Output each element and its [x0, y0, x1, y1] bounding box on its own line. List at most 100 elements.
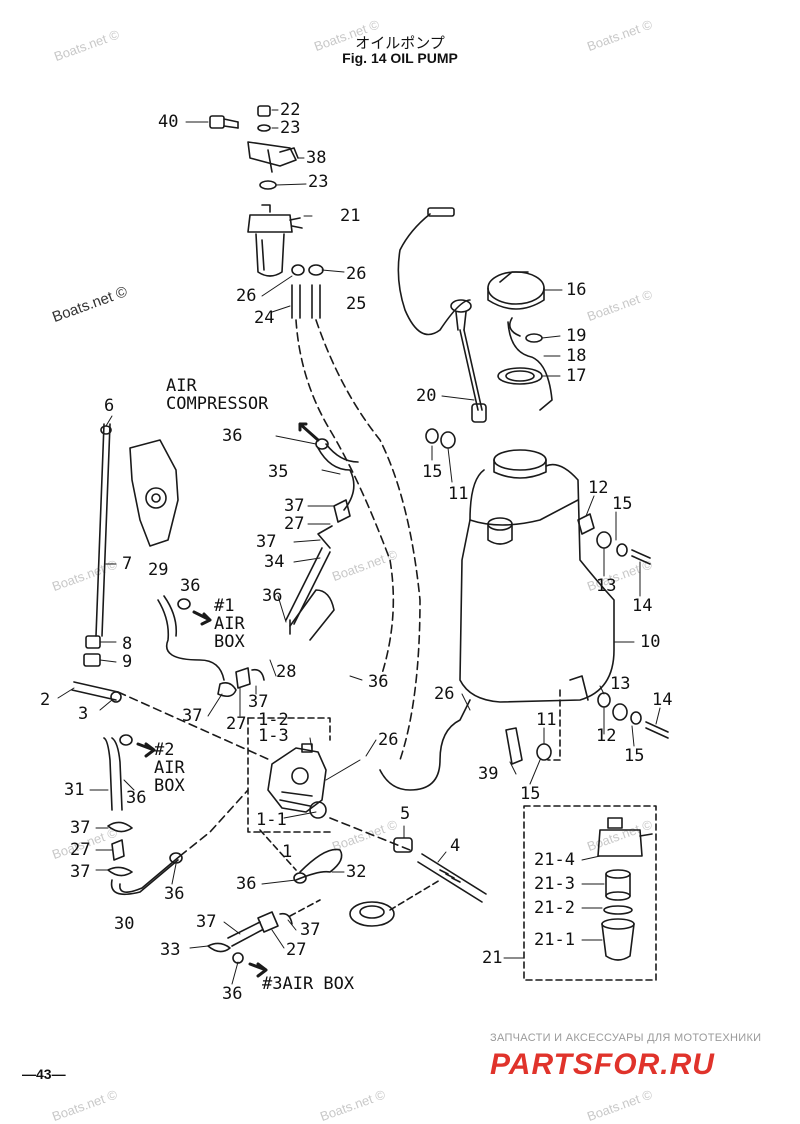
check-valve: [111, 839, 125, 861]
callout-1: 1: [282, 842, 293, 862]
callout-37: 37: [284, 496, 305, 516]
callout-15: 15: [624, 746, 645, 766]
callout-31: 31: [64, 780, 85, 800]
callout-36: 36: [262, 586, 283, 606]
filter-element-detail: [605, 869, 631, 901]
callout-20: 20: [416, 386, 437, 406]
hose: [379, 699, 471, 791]
callout-7: 7: [122, 554, 133, 574]
bolt: [631, 549, 651, 565]
callout-12: 12: [588, 478, 609, 498]
hose-clip: [251, 668, 265, 681]
grommet: [612, 703, 628, 721]
callout-8: 8: [122, 634, 133, 654]
hose-clip: [107, 821, 133, 833]
callout-36: 36: [180, 576, 201, 596]
oil-tank: [459, 449, 615, 703]
callout-27: 27: [284, 514, 305, 534]
callout-26: 26: [434, 684, 455, 704]
hose-clip: [279, 912, 293, 925]
callout-1-1: 1-1: [256, 810, 287, 830]
callout-4: 4: [450, 836, 461, 856]
page-number: —43—: [22, 1066, 66, 1082]
callout-21: 21: [482, 948, 503, 968]
hose-clip: [107, 866, 133, 877]
hose-clamp: [293, 872, 307, 884]
callout-23: 23: [280, 118, 301, 138]
brand-caption: ЗАПЧАСТИ И АКСЕССУАРЫ ДЛЯ МОТОТЕХНИКИ: [490, 1032, 762, 1044]
callout-38: 38: [306, 148, 327, 168]
check-valve: [333, 499, 351, 523]
control-rod: [71, 681, 119, 701]
brand-logo: PARTSFOR.RU: [490, 1048, 715, 1081]
callout-35: 35: [268, 462, 289, 482]
callout-1-2: 1-2: [258, 710, 289, 730]
callout-26: 26: [346, 264, 367, 284]
callout-27: 27: [70, 840, 91, 860]
collar: [577, 513, 595, 535]
tank-bracket: [505, 727, 523, 765]
callout-27: 27: [286, 940, 307, 960]
callout-21-1: 21-1: [534, 930, 575, 950]
callout-19: 19: [566, 326, 587, 346]
hose: [291, 284, 301, 319]
callout-6: 6: [104, 396, 115, 416]
callout-21-4: 21-4: [534, 850, 575, 870]
seal-inner: [359, 905, 385, 919]
callout-18: 18: [566, 346, 587, 366]
collar: [393, 837, 413, 853]
callout-9: 9: [122, 652, 133, 672]
strap-clip: [525, 333, 543, 343]
callout-37: 37: [300, 920, 321, 940]
callout-15: 15: [422, 462, 443, 482]
grommet: [536, 743, 552, 761]
callout-13: 13: [596, 576, 617, 596]
routing-line: [259, 829, 297, 871]
hose-clip: [317, 525, 333, 549]
hose-clip: [207, 942, 231, 953]
oil-filter: [247, 204, 303, 277]
callout-37: 37: [70, 862, 91, 882]
callout-16: 16: [566, 280, 587, 300]
grommet: [425, 428, 439, 444]
arrow-icon: [248, 962, 268, 978]
group-box: [247, 717, 331, 833]
washer: [616, 543, 628, 557]
check-valve: [235, 667, 251, 689]
arrow-icon: [298, 422, 320, 442]
filter-oring-detail: [603, 905, 633, 915]
callout-27: 27: [226, 714, 247, 734]
washer: [259, 180, 277, 190]
callout-30: 30: [114, 914, 135, 934]
oil-seal: [349, 901, 395, 927]
callout-3: 3: [78, 704, 89, 724]
collar: [597, 692, 611, 708]
hose: [110, 855, 181, 896]
check-valve: [257, 911, 279, 933]
callout-14: 14: [652, 690, 673, 710]
gasket-inner: [505, 370, 535, 382]
hose: [311, 284, 321, 319]
routing-line: [315, 319, 421, 761]
routing-line: [289, 899, 321, 917]
callout-29: 29: [148, 560, 169, 580]
hose-clamp: [291, 264, 305, 276]
hose-clip: [217, 682, 237, 698]
callout-15: 15: [520, 784, 541, 804]
grommet: [440, 431, 456, 449]
arrow-icon: [192, 610, 212, 626]
callout-32: 32: [346, 862, 367, 882]
oil-pump: [267, 743, 327, 819]
callout-1-3: 1-3: [258, 726, 289, 746]
arrow-icon: [136, 742, 156, 758]
callout-34: 34: [264, 552, 285, 572]
hose: [103, 737, 123, 811]
routing-line: [295, 319, 395, 681]
callout-37: 37: [248, 692, 269, 712]
callout-22: 22: [280, 100, 301, 120]
callout-36: 36: [126, 788, 147, 808]
cap-strap: [509, 317, 521, 337]
figure-title-japanese: オイルポンプ: [355, 34, 445, 52]
hose-clamp: [232, 952, 244, 964]
air-compressor-label: AIR COMPRESSOR: [166, 376, 269, 414]
